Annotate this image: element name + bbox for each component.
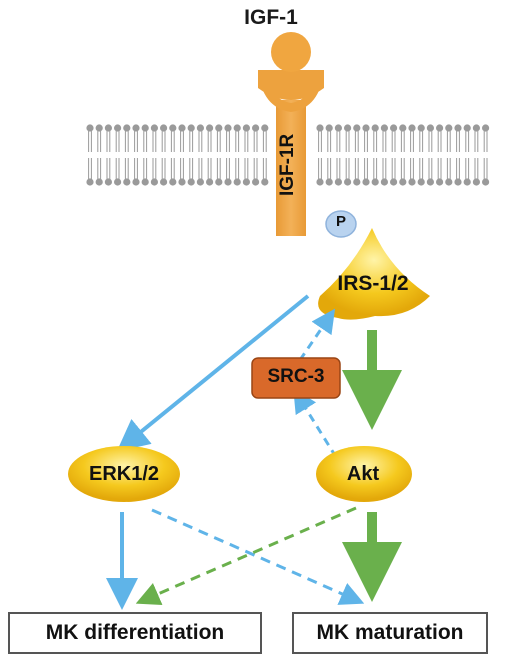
lipid [86,124,94,186]
lipid [362,124,370,186]
lipid [454,124,462,186]
lipid [436,124,444,186]
lipid [399,124,407,186]
mk-maturation-label: MK maturation [316,621,464,644]
lipid [95,124,103,186]
irs-node [318,228,430,320]
irs-label: IRS-1/2 [337,272,409,295]
lipid [316,124,324,186]
lipid [114,124,122,186]
lipid [371,124,379,186]
lipid [178,124,186,186]
lipid [380,124,388,186]
cell-membrane [86,124,490,186]
phospho-label: P [335,213,346,230]
lipid [325,124,333,186]
ligand-label: IGF-1 [244,6,298,29]
lipid [390,124,398,186]
lipid [242,124,250,186]
phospho-site [325,210,357,238]
igf1-ligand [271,32,311,72]
erk-node [68,446,180,502]
src-to-akt-arrow [293,388,338,458]
receptor-label-text: IGF-1R [277,133,298,196]
lipid [104,124,112,186]
lipid [252,124,260,186]
mk-maturation-box: MK maturation [292,612,488,654]
lipid [353,124,361,186]
lipid [160,124,168,186]
src-label: SRC-3 [267,366,325,387]
lipid [141,124,149,186]
lipid [215,124,223,186]
lipid [334,124,342,186]
lipid [472,124,480,186]
lipid [261,124,269,186]
lipid [123,124,131,186]
mk-differentiation-label: MK differentiation [45,621,225,644]
lipid [233,124,241,186]
erk-label: ERK1/2 [88,463,160,485]
lipid [482,124,490,186]
receptor-label: IGF-1R [277,134,301,198]
lipid [445,124,453,186]
akt-label: Akt [346,463,380,485]
lipid [206,124,214,186]
irs-to-erk-arrow [116,294,310,452]
src-to-irs-arrow [298,308,336,361]
lipid [426,124,434,186]
lipid [224,124,232,186]
mk-differentiation-box: MK differentiation [8,612,262,654]
erk-to-mat-arrow [151,508,365,605]
igf1r-receptor [258,70,324,236]
src3-box [251,357,341,399]
lipid [196,124,204,186]
lipid [463,124,471,186]
akt-to-diff-arrow [135,506,357,606]
lipid [408,124,416,186]
lipid [132,124,140,186]
lipid [344,124,352,186]
akt-node [316,446,412,502]
lipid [187,124,195,186]
lipid [417,124,425,186]
lipid [169,124,177,186]
lipid [150,124,158,186]
